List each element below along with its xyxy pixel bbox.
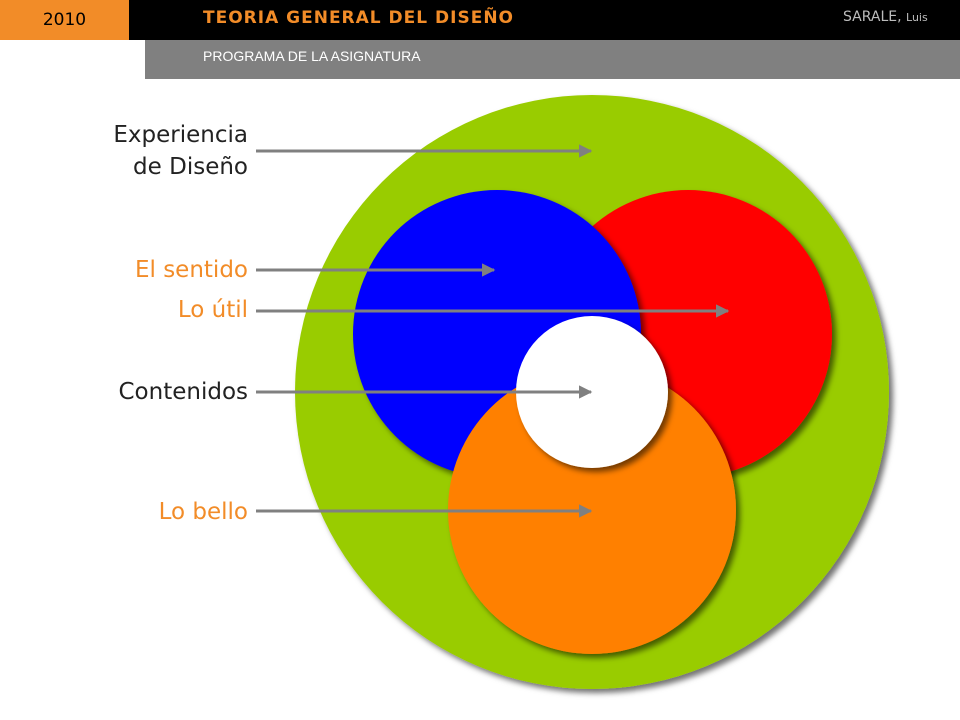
header-bar	[0, 0, 960, 40]
course-title: TEORIA GENERAL DEL DISEÑO	[203, 8, 515, 28]
label-experiencia-line2: de Diseño	[133, 154, 248, 180]
label-el-sentido: El sentido	[134, 257, 248, 283]
year-label: 2010	[42, 10, 87, 30]
label-lo-util: Lo útil	[177, 297, 248, 323]
program-subtitle: PROGRAMA DE LA ASIGNATURA	[203, 48, 421, 64]
subheader-bar	[145, 40, 960, 79]
author-given-name: Luis	[906, 11, 928, 24]
author-surname: SARALE,	[843, 9, 902, 25]
label-contenidos: Contenidos	[118, 379, 249, 405]
year-badge: 2010	[0, 0, 129, 40]
label-experiencia-line1: Experiencia	[113, 122, 248, 148]
label-lo-bello: Lo bello	[158, 499, 248, 525]
author-name: SARALE, Luis	[843, 9, 928, 25]
